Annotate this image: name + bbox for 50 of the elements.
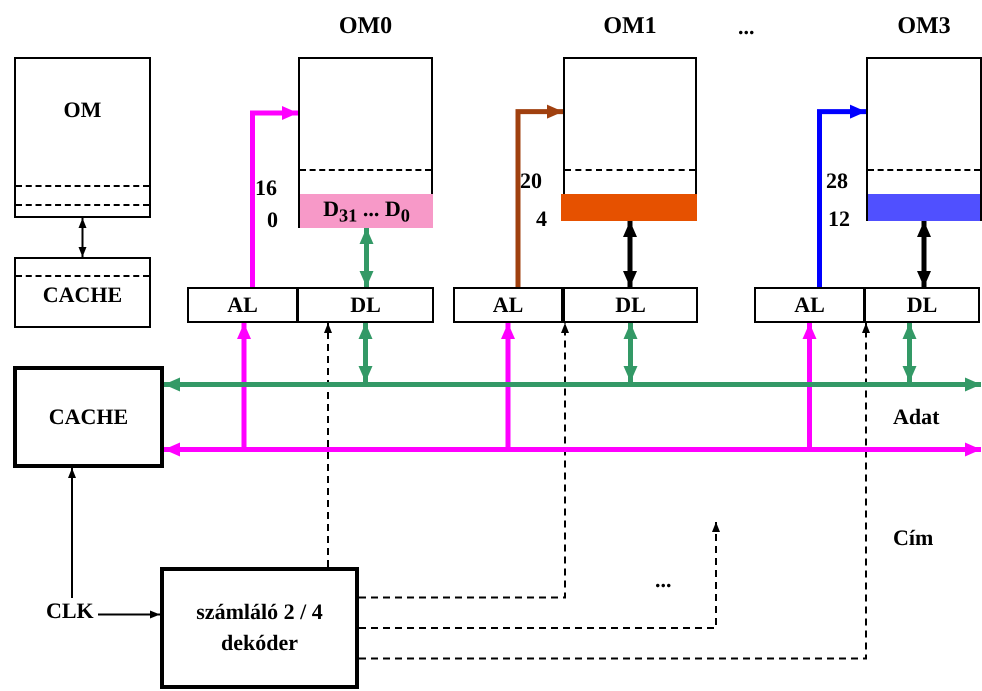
arrow [359, 323, 569, 598]
memory-row [561, 194, 697, 221]
arrow [78, 218, 86, 257]
register-box: DL [297, 287, 434, 323]
address-label: 16 [255, 175, 277, 201]
ellipsis-label: ... [655, 567, 672, 593]
arrow [902, 323, 916, 382]
memory-label: OM3 [896, 13, 952, 40]
memory-box: CACHE [14, 257, 151, 328]
memory-label: OM0 [338, 13, 394, 40]
register-box: AL [754, 287, 865, 323]
arrow [624, 323, 638, 382]
arrow [98, 610, 160, 618]
address-label: 28 [826, 168, 848, 194]
arrow [324, 323, 332, 567]
arrow [237, 323, 251, 447]
arrow [917, 221, 931, 287]
arrow [250, 106, 298, 287]
arrow [164, 442, 190, 456]
address-label: 4 [536, 206, 547, 232]
memory-label: OM1 [602, 13, 658, 40]
bus-label: Cím [893, 525, 934, 551]
memory-box: OM [14, 57, 151, 218]
register-box: AL [453, 287, 563, 323]
arrow [623, 221, 637, 287]
arrow [359, 323, 870, 660]
memory-row [868, 194, 980, 221]
register-box: AL [187, 287, 298, 323]
bus-label: Adat [893, 404, 940, 430]
arrow [358, 323, 372, 382]
arrow [516, 104, 563, 287]
memory-row: D$_{31}$ ... D$_{0}$ [300, 194, 433, 228]
register-box: DL [563, 287, 698, 323]
arrow [501, 323, 515, 447]
register-box: DL [864, 287, 980, 323]
arrow [360, 228, 374, 287]
arrow [164, 378, 190, 392]
arrow [817, 104, 866, 287]
arrow [68, 468, 76, 598]
address-label: 0 [267, 207, 278, 233]
arrow [955, 378, 981, 392]
arrow [955, 442, 981, 456]
ellipsis-label: ... [738, 14, 754, 40]
address-label: 20 [520, 168, 542, 194]
arrow [359, 522, 720, 629]
address-label: 12 [828, 206, 850, 232]
cache-box: CACHE [13, 366, 164, 468]
counter-decoder-box: számláló 2 / 4 dekóder [160, 567, 359, 689]
arrow [802, 323, 816, 447]
signal-label: CLK [46, 598, 98, 631]
